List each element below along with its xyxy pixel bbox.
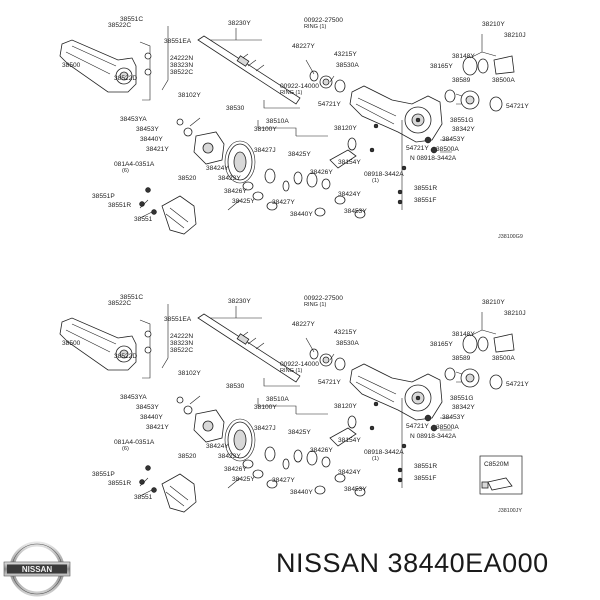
diagram-lower: J38100JY C8520M — [59, 293, 530, 514]
inset-label: C8520M — [484, 461, 509, 468]
diagram-code-2: J38100JY — [498, 508, 522, 514]
nissan-logo: NISSAN — [3, 541, 71, 597]
part-title: NISSAN 38440EA000 — [276, 548, 549, 579]
logo-text: NISSAN — [22, 565, 52, 574]
diagram-code-1: J38100G9 — [498, 234, 523, 240]
inset-box: C8520M — [479, 455, 523, 495]
diagram-upper: J38100G9 — [59, 15, 530, 240]
part-number: 38440EA000 — [387, 548, 549, 578]
brand-name: NISSAN — [276, 548, 380, 578]
